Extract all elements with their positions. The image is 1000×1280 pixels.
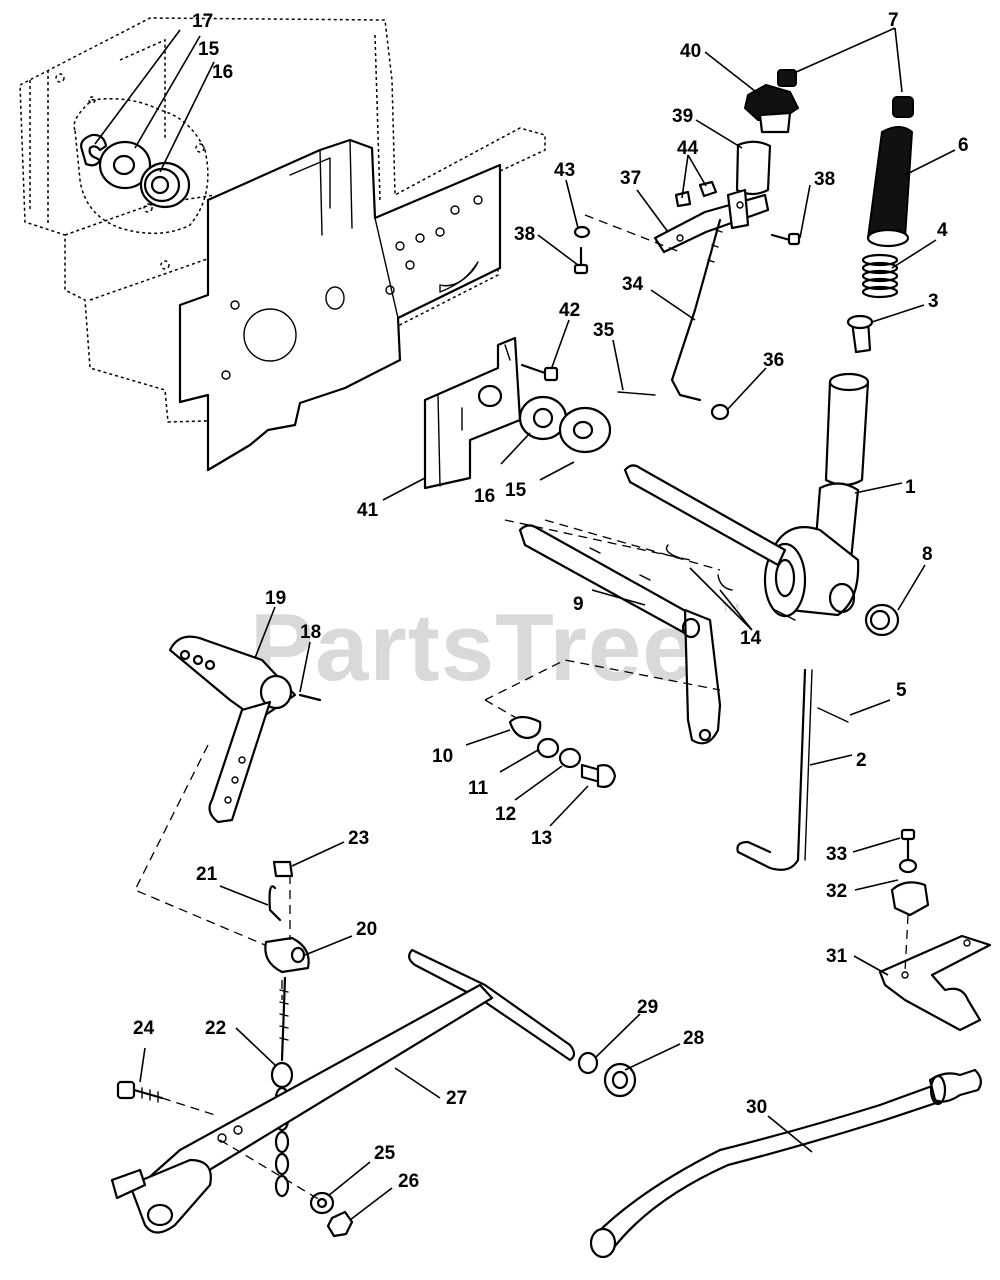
callout-18: 18 bbox=[300, 622, 321, 643]
plug-8 bbox=[864, 603, 900, 637]
callout-6: 6 bbox=[958, 135, 969, 156]
callout-33: 33 bbox=[826, 844, 847, 865]
callout-36: 36 bbox=[763, 350, 784, 371]
lever-1 bbox=[763, 372, 870, 621]
callout-4: 4 bbox=[937, 220, 948, 241]
callout-16-top: 16 bbox=[212, 62, 233, 83]
callout-39: 39 bbox=[672, 106, 693, 127]
callout-38-left: 38 bbox=[514, 224, 535, 245]
callouts: 1 2 3 4 5 6 7 8 9 10 11 12 13 14 15 15 1… bbox=[94, 10, 969, 1221]
callout-3: 3 bbox=[928, 291, 939, 312]
callout-35: 35 bbox=[593, 320, 615, 341]
callout-38-right: 38 bbox=[814, 169, 835, 190]
callout-8: 8 bbox=[922, 544, 933, 565]
frame-clip-and-washers bbox=[80, 133, 191, 209]
callout-41: 41 bbox=[357, 500, 379, 521]
bracket-31 bbox=[878, 828, 992, 1032]
callout-20: 20 bbox=[356, 919, 377, 940]
washer-25-nut-26 bbox=[219, 1139, 354, 1238]
frame-assembly bbox=[19, 17, 546, 472]
callout-5: 5 bbox=[896, 680, 907, 701]
callout-21: 21 bbox=[196, 864, 218, 885]
callout-26: 26 bbox=[398, 1171, 419, 1192]
callout-31: 31 bbox=[826, 946, 848, 967]
linkage-20-23 bbox=[134, 744, 310, 1198]
rod-34 bbox=[617, 218, 730, 421]
bushing-28-29 bbox=[577, 1051, 637, 1098]
callout-9: 9 bbox=[573, 594, 584, 615]
callout-27: 27 bbox=[446, 1088, 467, 1109]
callout-17: 17 bbox=[192, 11, 213, 32]
callout-12: 12 bbox=[495, 804, 516, 825]
watermark: PartsTree TM bbox=[250, 594, 739, 701]
rod-2 bbox=[736, 668, 849, 871]
callout-19: 19 bbox=[265, 588, 286, 609]
bolt-42 bbox=[520, 363, 559, 382]
watermark-text: PartsTree bbox=[250, 594, 697, 701]
bolt-38-left bbox=[573, 246, 589, 275]
callout-37: 37 bbox=[620, 168, 641, 189]
callout-29: 29 bbox=[637, 997, 658, 1018]
callout-40: 40 bbox=[680, 41, 701, 62]
callout-25: 25 bbox=[374, 1143, 396, 1164]
bolt-24 bbox=[116, 1080, 216, 1116]
callout-11: 11 bbox=[468, 778, 489, 799]
shaft-assembly bbox=[484, 464, 787, 745]
callout-13: 13 bbox=[531, 828, 552, 849]
arm-19 bbox=[168, 635, 322, 824]
callout-32: 32 bbox=[826, 881, 847, 902]
lift-shaft-27 bbox=[110, 948, 576, 1234]
callout-44: 44 bbox=[677, 138, 699, 159]
callout-15-top: 15 bbox=[198, 39, 220, 60]
callout-42: 42 bbox=[559, 300, 580, 321]
callout-28: 28 bbox=[683, 1028, 704, 1049]
spring-4 bbox=[861, 253, 899, 299]
callout-7: 7 bbox=[888, 10, 899, 31]
handle-components bbox=[777, 69, 914, 354]
washers-16-15 bbox=[518, 395, 612, 454]
callout-2: 2 bbox=[856, 750, 867, 771]
bolt-38-right bbox=[770, 232, 801, 246]
rod-30 bbox=[589, 1068, 982, 1259]
callout-16-mid: 16 bbox=[474, 486, 495, 507]
callout-34: 34 bbox=[622, 274, 644, 295]
bracket-41 bbox=[423, 336, 522, 490]
callout-10: 10 bbox=[432, 746, 453, 767]
callout-23: 23 bbox=[348, 828, 369, 849]
callout-22: 22 bbox=[205, 1018, 226, 1039]
callout-43: 43 bbox=[554, 160, 575, 181]
callout-30: 30 bbox=[746, 1097, 767, 1118]
hardware-10-13 bbox=[508, 715, 617, 788]
callout-15-mid: 15 bbox=[505, 480, 527, 501]
callout-14: 14 bbox=[740, 628, 762, 649]
callout-24: 24 bbox=[133, 1018, 155, 1039]
callout-1: 1 bbox=[905, 477, 916, 498]
